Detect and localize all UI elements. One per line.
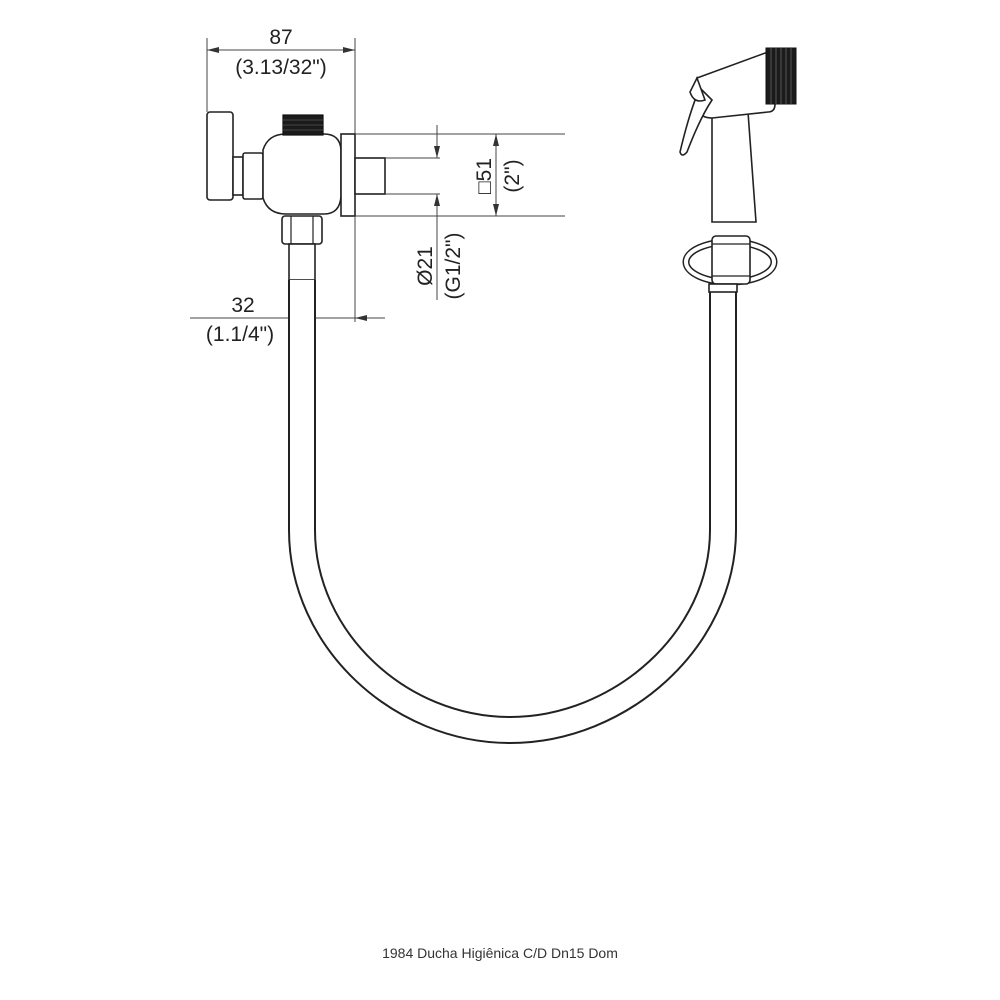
valve-stem (232, 156, 244, 196)
flange-square-inch: (2") (501, 159, 524, 192)
valve-handle (206, 111, 234, 201)
hose-nut (281, 215, 323, 245)
drawing-caption: 1984 Ducha Higiênica C/D Dn15 Dom (382, 945, 618, 961)
sprayer-grip (711, 111, 757, 223)
thread-diameter-inch: (G1/2") (442, 233, 465, 300)
sprayer-holder (682, 235, 778, 293)
sprayer-trigger (679, 86, 714, 156)
valve-body (262, 133, 342, 215)
dimension-width-top: 87 (3.13/32") (206, 26, 356, 135)
sprayer-pivot (689, 75, 707, 102)
dimension-vertical: □51 (2") Ø21 (G1/2") (355, 125, 565, 300)
valve-bonnet (242, 152, 264, 200)
valve-outlet-thread (354, 157, 386, 195)
offset-value: 32 (231, 294, 254, 317)
hand-sprayer (679, 47, 797, 223)
offset-inch: (1.1/4") (206, 323, 274, 346)
hose (288, 280, 737, 745)
thread-diameter-value: Ø21 (414, 246, 437, 286)
flange-square-value: □51 (473, 158, 496, 194)
sprayer-head (696, 51, 776, 119)
width-top-inch: (3.13/32") (235, 56, 327, 79)
valve-flange (340, 133, 356, 217)
dimension-offset: 32 (1.1/4") (190, 216, 385, 346)
valve-assembly (206, 111, 386, 281)
width-top-value: 87 (269, 26, 292, 49)
hose-ferrule (288, 243, 316, 281)
